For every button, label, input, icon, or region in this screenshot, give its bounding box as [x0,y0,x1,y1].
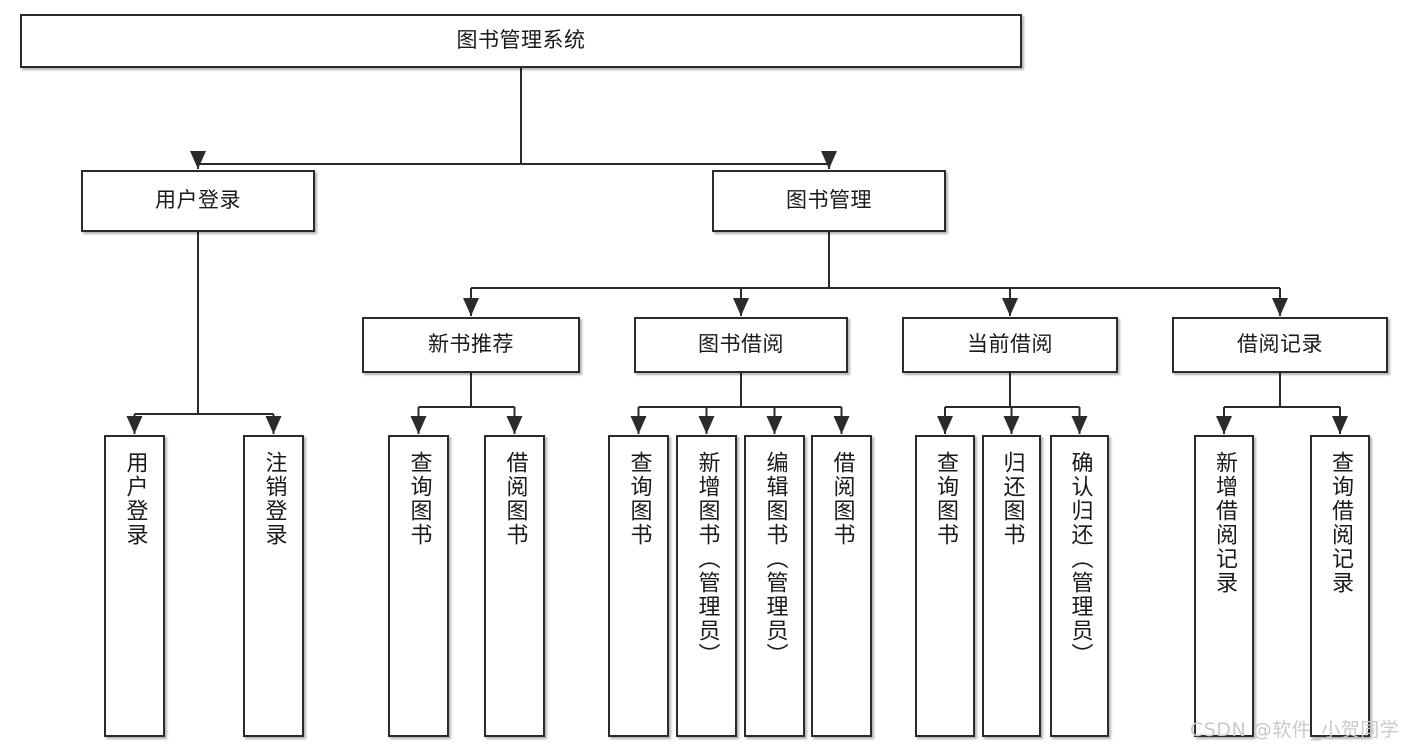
node-current[interactable]: 当前借阅 [902,317,1118,373]
edge-arrowhead [463,298,479,316]
node-label: 新书推荐 [428,332,514,357]
node-l_confirm[interactable]: 确认归还（管理员） [1050,435,1109,737]
node-label: 用户登录 [122,451,148,547]
edge-arrowhead [766,416,783,434]
node-l_qrec[interactable]: 查询借阅记录 [1310,435,1370,737]
node-label: 用户登录 [155,188,241,213]
node-label: 查询图书 [933,451,958,547]
watermark-text: CSDN @软件_小贺同学 [1190,719,1400,741]
node-new_rec[interactable]: 新书推荐 [362,317,580,373]
edge-arrowhead [1002,298,1018,316]
node-l_q2[interactable]: 查询图书 [608,435,669,737]
edge-arrowhead [833,416,850,434]
edge-arrowhead [265,416,282,434]
node-l_addrec[interactable]: 新增借阅记录 [1194,435,1254,737]
node-label: 确认归还（管理员） [1067,451,1093,667]
node-label: 借阅记录 [1237,332,1323,357]
node-label: 注销登录 [261,451,287,547]
node-records[interactable]: 借阅记录 [1172,317,1388,373]
node-label: 归还图书 [999,451,1025,547]
edge-arrowhead [1272,298,1288,316]
node-l_edit[interactable]: 编辑图书（管理员） [744,435,805,737]
node-borrow[interactable]: 图书借阅 [634,317,848,373]
node-label: 当前借阅 [967,332,1053,357]
edge-arrowhead [1071,416,1088,434]
node-l_add[interactable]: 新增图书（管理员） [676,435,737,737]
node-label: 图书管理 [786,188,872,213]
node-root[interactable]: 图书管理系统 [20,14,1022,68]
node-label: 借阅图书 [829,451,855,547]
node-label: 借阅图书 [502,451,528,547]
node-l_login[interactable]: 用户登录 [104,435,165,737]
node-label: 新增图书（管理员） [694,451,720,667]
edge-arrowhead [630,416,647,434]
node-l_ret[interactable]: 归还图书 [982,435,1041,737]
node-label: 查询图书 [626,451,652,547]
edge-arrowhead [190,151,206,169]
node-label: 图书借阅 [698,332,784,357]
node-user_login[interactable]: 用户登录 [81,170,315,232]
edge-arrowhead [410,416,427,434]
node-l_q1[interactable]: 查询图书 [388,435,449,737]
edge-arrowhead [1216,416,1232,434]
node-label: 新增借阅记录 [1212,451,1237,595]
edge-arrowhead [821,151,837,169]
node-book_mgmt[interactable]: 图书管理 [712,170,946,232]
edge-arrowhead [126,416,143,434]
edge-arrowhead [733,298,749,316]
node-label: 图书管理系统 [456,28,586,53]
edge-arrowhead [1332,416,1348,434]
node-label: 编辑图书（管理员） [762,451,788,667]
node-l_q3[interactable]: 查询图书 [915,435,975,737]
node-l_b2[interactable]: 借阅图书 [811,435,872,737]
edge-arrowhead [937,416,953,434]
edge-arrowhead [506,416,523,434]
node-l_logout[interactable]: 注销登录 [243,435,304,737]
node-label: 查询图书 [406,451,432,547]
edge-arrowhead [698,416,715,434]
node-label: 查询借阅记录 [1328,451,1353,595]
edge-arrowhead [1003,416,1020,434]
node-l_b1[interactable]: 借阅图书 [484,435,545,737]
